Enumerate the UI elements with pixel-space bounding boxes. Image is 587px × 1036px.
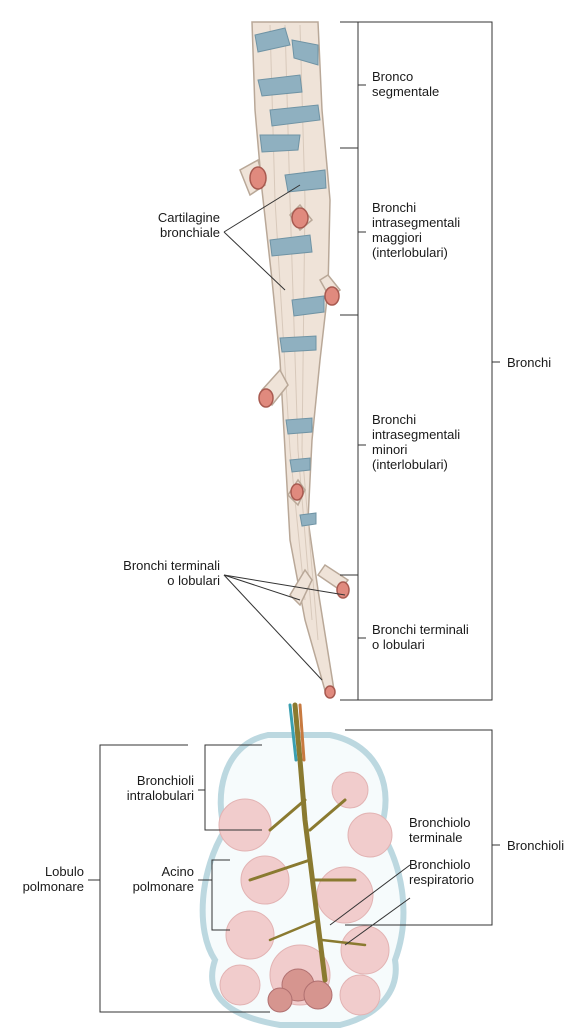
label-bronchi-terminali-left: Bronchi terminali o lobulari: [80, 558, 220, 588]
label-bronchi-intrasegmentali-maggiori: Bronchi intrasegmentali maggiori (interl…: [372, 200, 460, 260]
label-bronchi-intrasegmentali-minori: Bronchi intrasegmentali minori (interlob…: [372, 412, 460, 472]
label-bronco-segmentale: Bronco segmentale: [372, 69, 439, 99]
label-bronchi-terminali-right: Bronchi terminali o lobulari: [372, 622, 469, 652]
label-bronchioli-intralobulari: Bronchioli intralobulari: [100, 773, 194, 803]
label-bronchioli: Bronchioli: [507, 838, 564, 853]
label-bronchi: Bronchi: [507, 355, 551, 370]
label-bronchiolo-respiratorio: Bronchiolo respiratorio: [409, 857, 474, 887]
label-lobulo-polmonare: Lobulo polmonare: [10, 864, 84, 894]
label-acino-polmonare: Acino polmonare: [110, 864, 194, 894]
label-bronchiolo-terminale: Bronchiolo terminale: [409, 815, 470, 845]
label-cartilagine-bronchiale: Cartilagine bronchiale: [110, 210, 220, 240]
